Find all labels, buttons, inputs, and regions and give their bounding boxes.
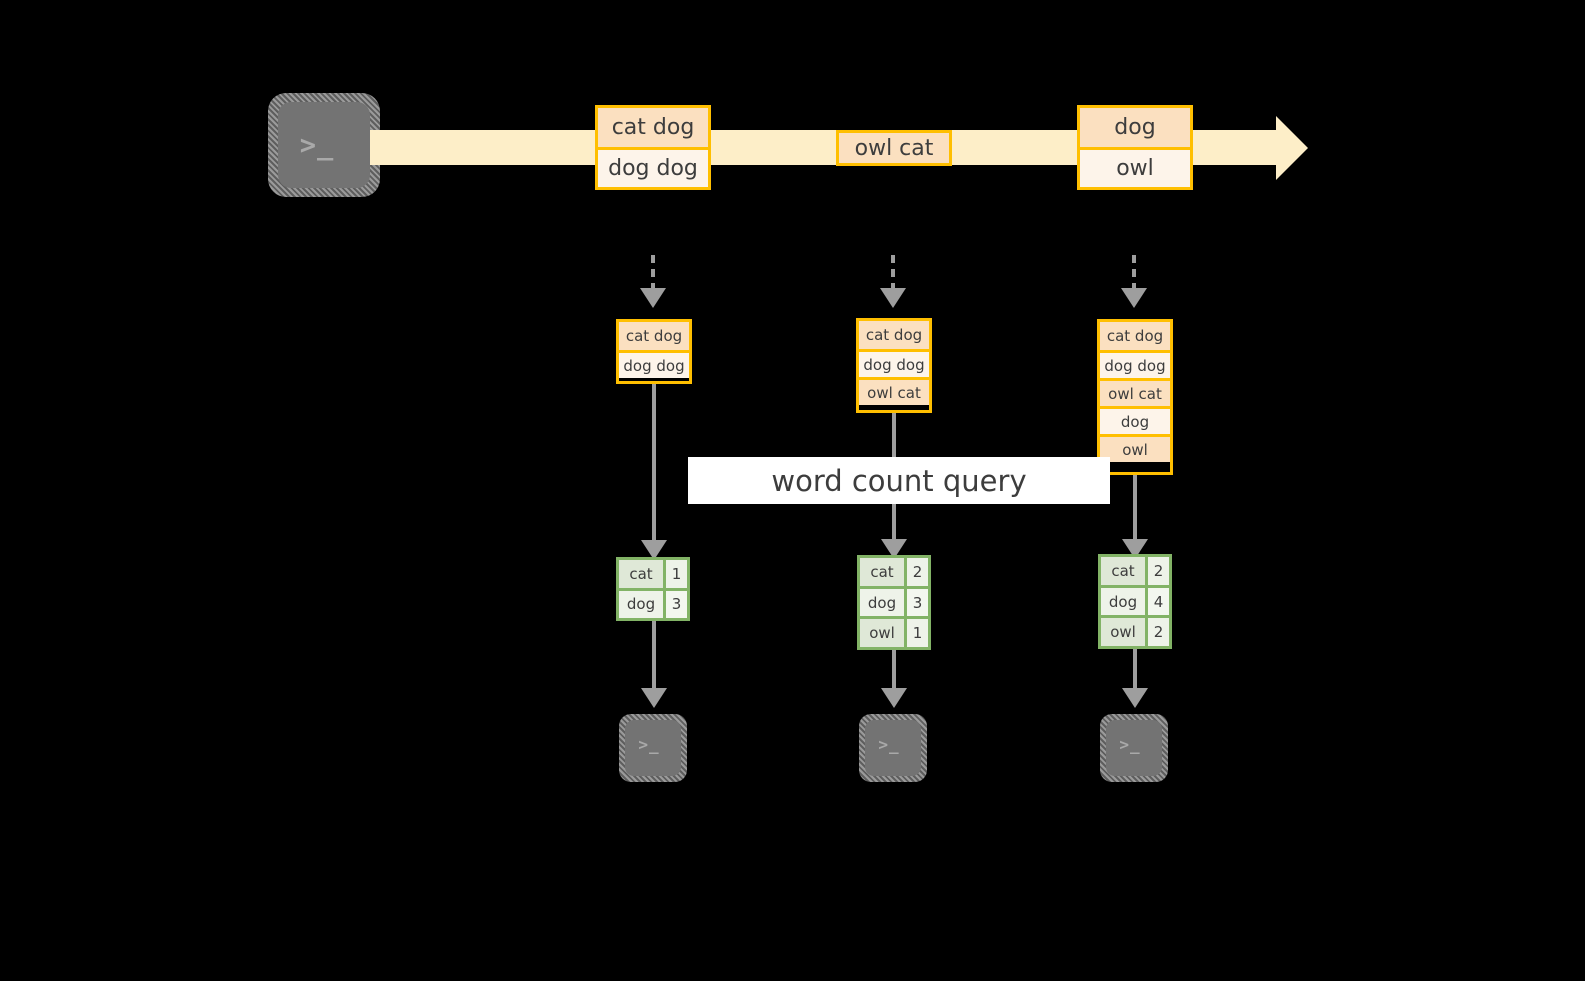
result-word-cell: cat [1101, 557, 1145, 585]
snapshot-to-result-connector [652, 384, 656, 542]
result-count-cell: 2 [904, 558, 928, 586]
snapshot-row: dog [1100, 406, 1170, 434]
result-row: cat 2 [860, 558, 928, 586]
result-count-cell: 4 [1145, 587, 1169, 616]
result-count-cell: 1 [663, 560, 687, 588]
result-to-sink-arrowhead-icon [641, 688, 667, 708]
snapshot-row: owl cat [1100, 378, 1170, 406]
result-word-cell: dog [860, 588, 904, 617]
terminal-prompt-glyph: >_ [299, 129, 335, 161]
snapshot-row: owl [1100, 434, 1170, 462]
stream-arrowhead-icon [1276, 116, 1308, 180]
source-terminal-icon: >_ [268, 93, 380, 197]
stream-event-group-3: dog owl [1077, 105, 1193, 190]
result-row: owl 1 [860, 616, 928, 648]
result-table-3: cat 2 dog 4 owl 2 [1098, 554, 1172, 649]
result-word-cell: owl [1101, 618, 1145, 647]
result-table-2: cat 2 dog 3 owl 1 [857, 555, 931, 650]
snapshot-row: dog dog [1100, 350, 1170, 378]
snapshot-row: dog dog [859, 349, 929, 377]
result-row: dog 4 [1101, 584, 1169, 616]
result-count-cell: 1 [904, 619, 928, 648]
result-row: owl 2 [1101, 615, 1169, 647]
snapshot-row: cat dog [619, 322, 689, 350]
result-to-sink-connector [652, 621, 656, 691]
terminal-prompt-glyph: >_ [638, 735, 660, 754]
stream-to-snapshot-arrowhead-icon [1121, 288, 1147, 308]
stream-event-cell: owl [1080, 147, 1190, 187]
terminal-body [278, 102, 370, 188]
result-to-sink-connector [1133, 649, 1137, 691]
result-row: dog 3 [860, 585, 928, 617]
result-row: dog 3 [619, 587, 687, 618]
result-word-cell: cat [619, 560, 663, 588]
result-count-cell: 2 [1145, 557, 1169, 585]
stream-to-snapshot-arrowhead-icon [880, 288, 906, 308]
result-table-1: cat 1 dog 3 [616, 557, 690, 621]
stream-event-cell: cat dog [598, 108, 708, 148]
terminal-prompt-glyph: >_ [1119, 735, 1141, 754]
result-word-cell: owl [860, 619, 904, 648]
stream-to-snapshot-connector [651, 255, 655, 291]
stream-event-cell: dog [1080, 108, 1190, 148]
snapshot-to-result-arrowhead-icon [641, 540, 667, 560]
snapshot-1: cat dog dog dog [616, 319, 692, 384]
result-to-sink-arrowhead-icon [1122, 688, 1148, 708]
stream-event-cell: dog dog [598, 147, 708, 187]
terminal-body [865, 720, 921, 776]
result-to-sink-arrowhead-icon [881, 688, 907, 708]
stream-event-group-2: owl cat [836, 130, 952, 166]
stream-to-snapshot-connector [891, 255, 895, 291]
result-word-cell: dog [1101, 587, 1145, 616]
snapshot-3: cat dog dog dog owl cat dog owl [1097, 319, 1173, 475]
result-count-cell: 3 [663, 590, 687, 618]
query-label-banner: word count query [688, 457, 1110, 504]
snapshot-row: cat dog [859, 321, 929, 349]
stream-to-snapshot-connector [1132, 255, 1136, 291]
result-row: cat 2 [1101, 557, 1169, 585]
terminal-body [1106, 720, 1162, 776]
result-count-cell: 2 [1145, 618, 1169, 647]
result-count-cell: 3 [904, 588, 928, 617]
snapshot-2: cat dog dog dog owl cat [856, 318, 932, 413]
snapshot-to-result-connector [1133, 475, 1137, 542]
terminal-prompt-glyph: >_ [878, 735, 900, 754]
sink-terminal-icon-1: >_ [619, 714, 687, 782]
sink-terminal-icon-3: >_ [1100, 714, 1168, 782]
result-word-cell: cat [860, 558, 904, 586]
stream-event-cell: owl cat [839, 133, 949, 163]
terminal-body [625, 720, 681, 776]
stream-to-snapshot-arrowhead-icon [640, 288, 666, 308]
snapshot-to-result-arrowhead-icon [881, 539, 907, 559]
snapshot-row: dog dog [619, 350, 689, 378]
result-word-cell: dog [619, 590, 663, 618]
result-row: cat 1 [619, 560, 687, 588]
stream-event-group-1: cat dog dog dog [595, 105, 711, 190]
sink-terminal-icon-2: >_ [859, 714, 927, 782]
snapshot-row: cat dog [1100, 322, 1170, 350]
result-to-sink-connector [892, 650, 896, 691]
snapshot-row: owl cat [859, 377, 929, 405]
